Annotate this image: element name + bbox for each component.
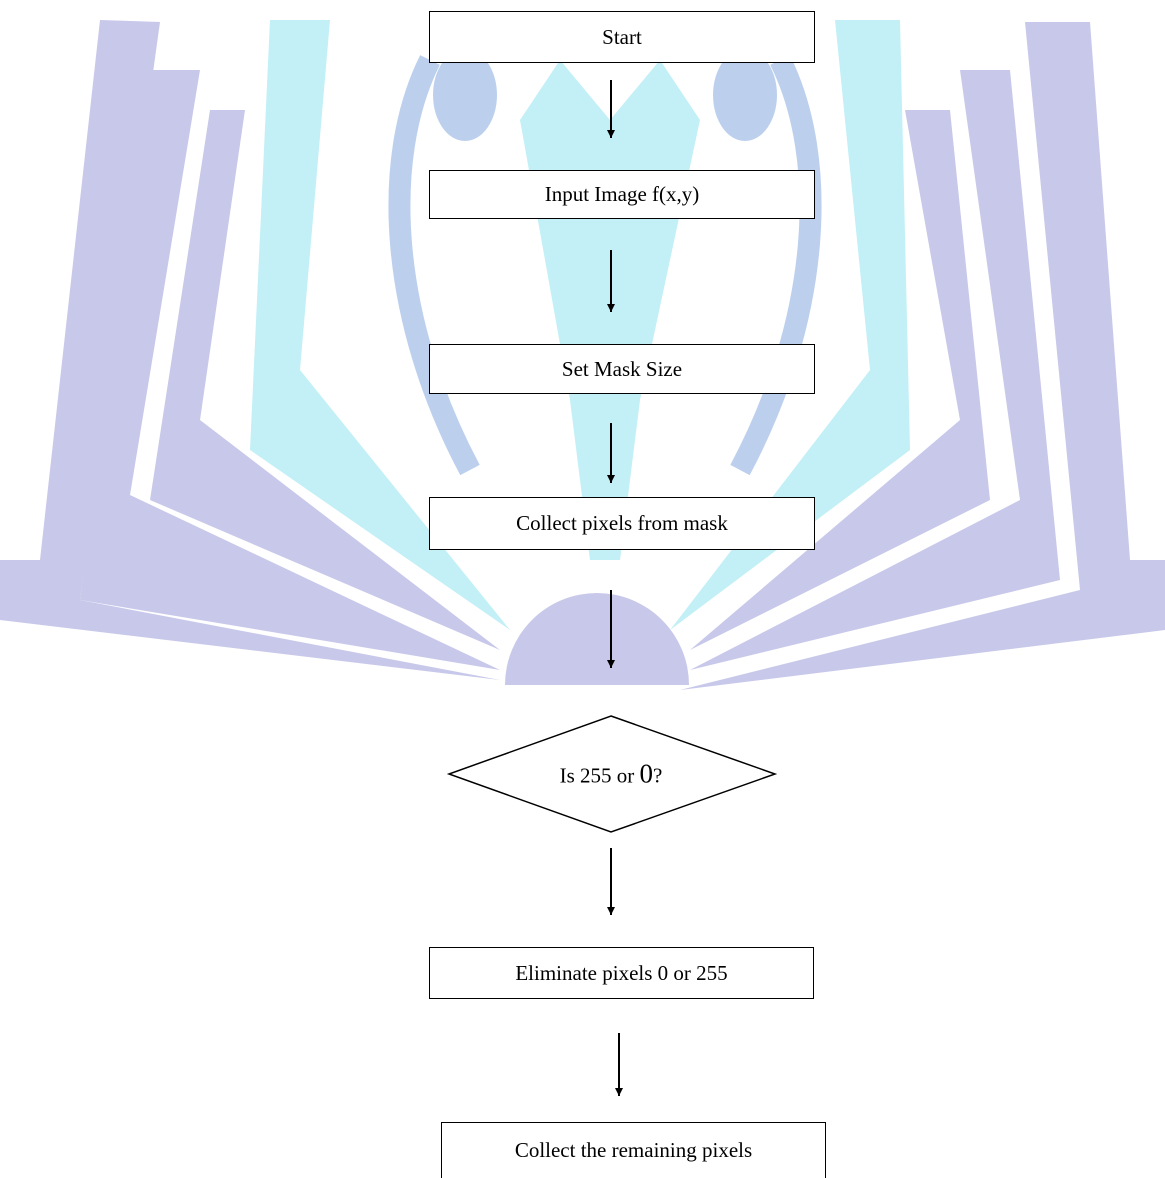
collect-remaining-node-label: Collect the remaining pixels [514,1138,753,1162]
watermark-right-inner-band [690,110,990,650]
watermark-right-arc [730,55,822,476]
start-node: Start [429,11,815,63]
eliminate-pixels-node-label: Eliminate pixels 0 or 255 [515,960,728,985]
collect-remaining-node: Collect the remaining pixels [441,1122,826,1178]
watermark-right-head [713,49,777,141]
watermark-right-outer-band [680,22,1165,690]
start-node-label: Start [602,24,642,49]
watermark-left-inner-band [150,110,500,650]
watermark-left-outer-band [0,20,500,680]
decision-node-label: Is 255 or 0? [560,759,663,790]
collect-pixels-node: Collect pixels from mask [429,497,815,550]
set-mask-size-node-label: Set Mask Size [561,356,683,381]
decision-label-prefix: Is 255 or [559,763,640,788]
watermark-right-cyan-band [670,20,910,630]
watermark-center-half-disc [505,593,689,685]
decision-diamond [446,715,778,833]
collect-pixels-node-label: Collect pixels from mask [516,511,728,535]
set-mask-size-node: Set Mask Size [429,344,815,394]
decision-label-zero: 0 [639,758,654,789]
watermark-left-cyan-band [250,20,510,630]
watermark-left-head [433,49,497,141]
input-image-node: Input Image f(x,y) [429,170,815,219]
watermark-left-arc [388,55,480,476]
decision-label-suffix: ? [653,763,663,788]
eliminate-pixels-node: Eliminate pixels 0 or 255 [429,947,814,999]
input-image-node-label: Input Image f(x,y) [544,182,700,206]
